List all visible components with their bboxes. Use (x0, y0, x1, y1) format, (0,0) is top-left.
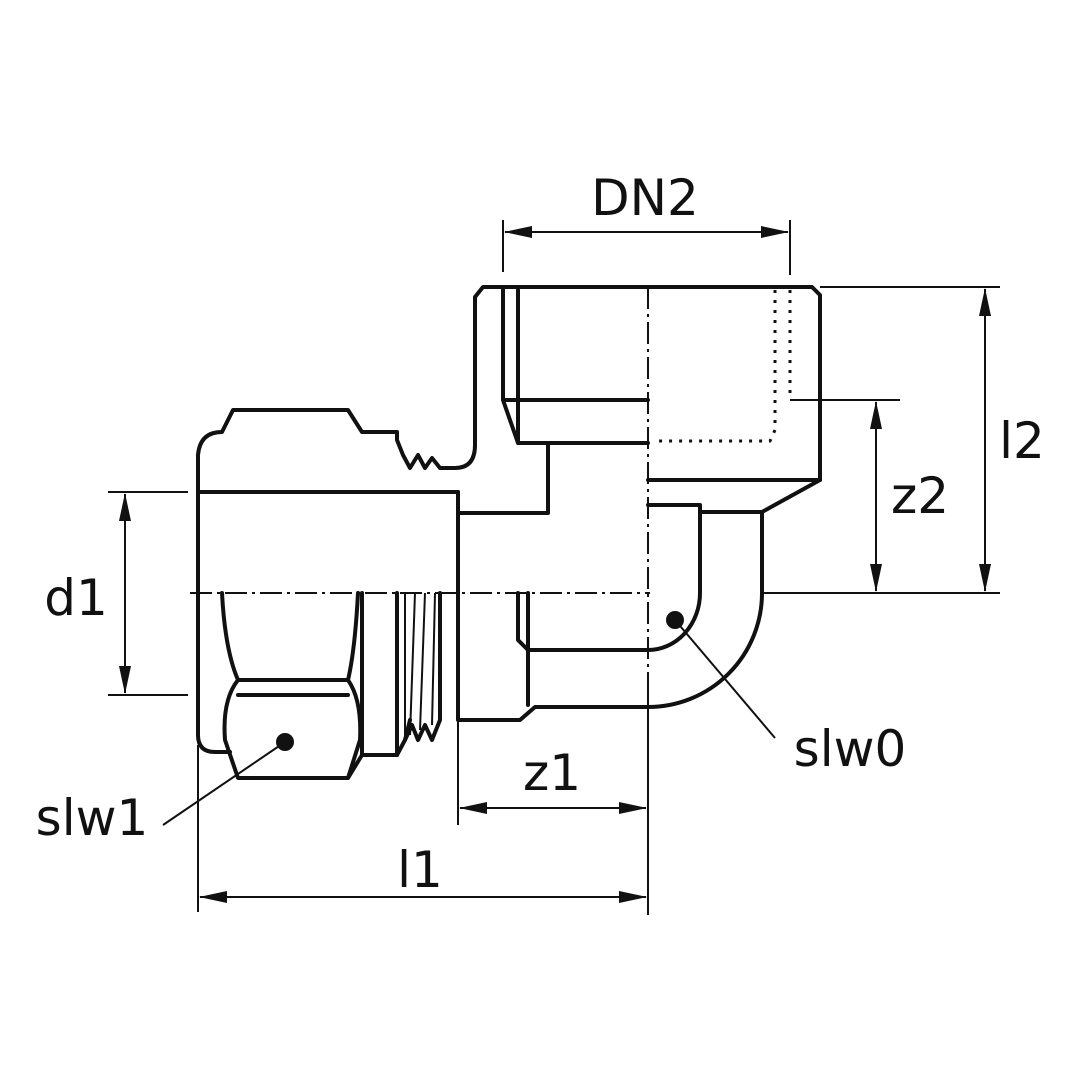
dimension-d1 (108, 491, 188, 696)
leader-slw0 (666, 611, 776, 739)
compression-nut (196, 453, 460, 780)
dimension-l2 (762, 286, 1000, 594)
label-slw1: slw1 (36, 789, 149, 847)
label-d1: d1 (44, 569, 108, 627)
dimension-dn2 (502, 220, 791, 275)
dimension-z1 (457, 680, 649, 915)
leader-slw1 (162, 733, 294, 826)
label-l1: l1 (397, 841, 443, 899)
label-l2: l2 (999, 412, 1045, 470)
label-slw0: slw0 (794, 720, 907, 778)
label-z2: z2 (891, 467, 949, 525)
elbow-pipe (456, 490, 764, 722)
dimension-z2 (790, 399, 900, 592)
label-z1: z1 (523, 744, 581, 802)
dimension-l1 (197, 745, 647, 912)
label-dn2: DN2 (591, 169, 699, 227)
outlet-body (196, 285, 822, 595)
